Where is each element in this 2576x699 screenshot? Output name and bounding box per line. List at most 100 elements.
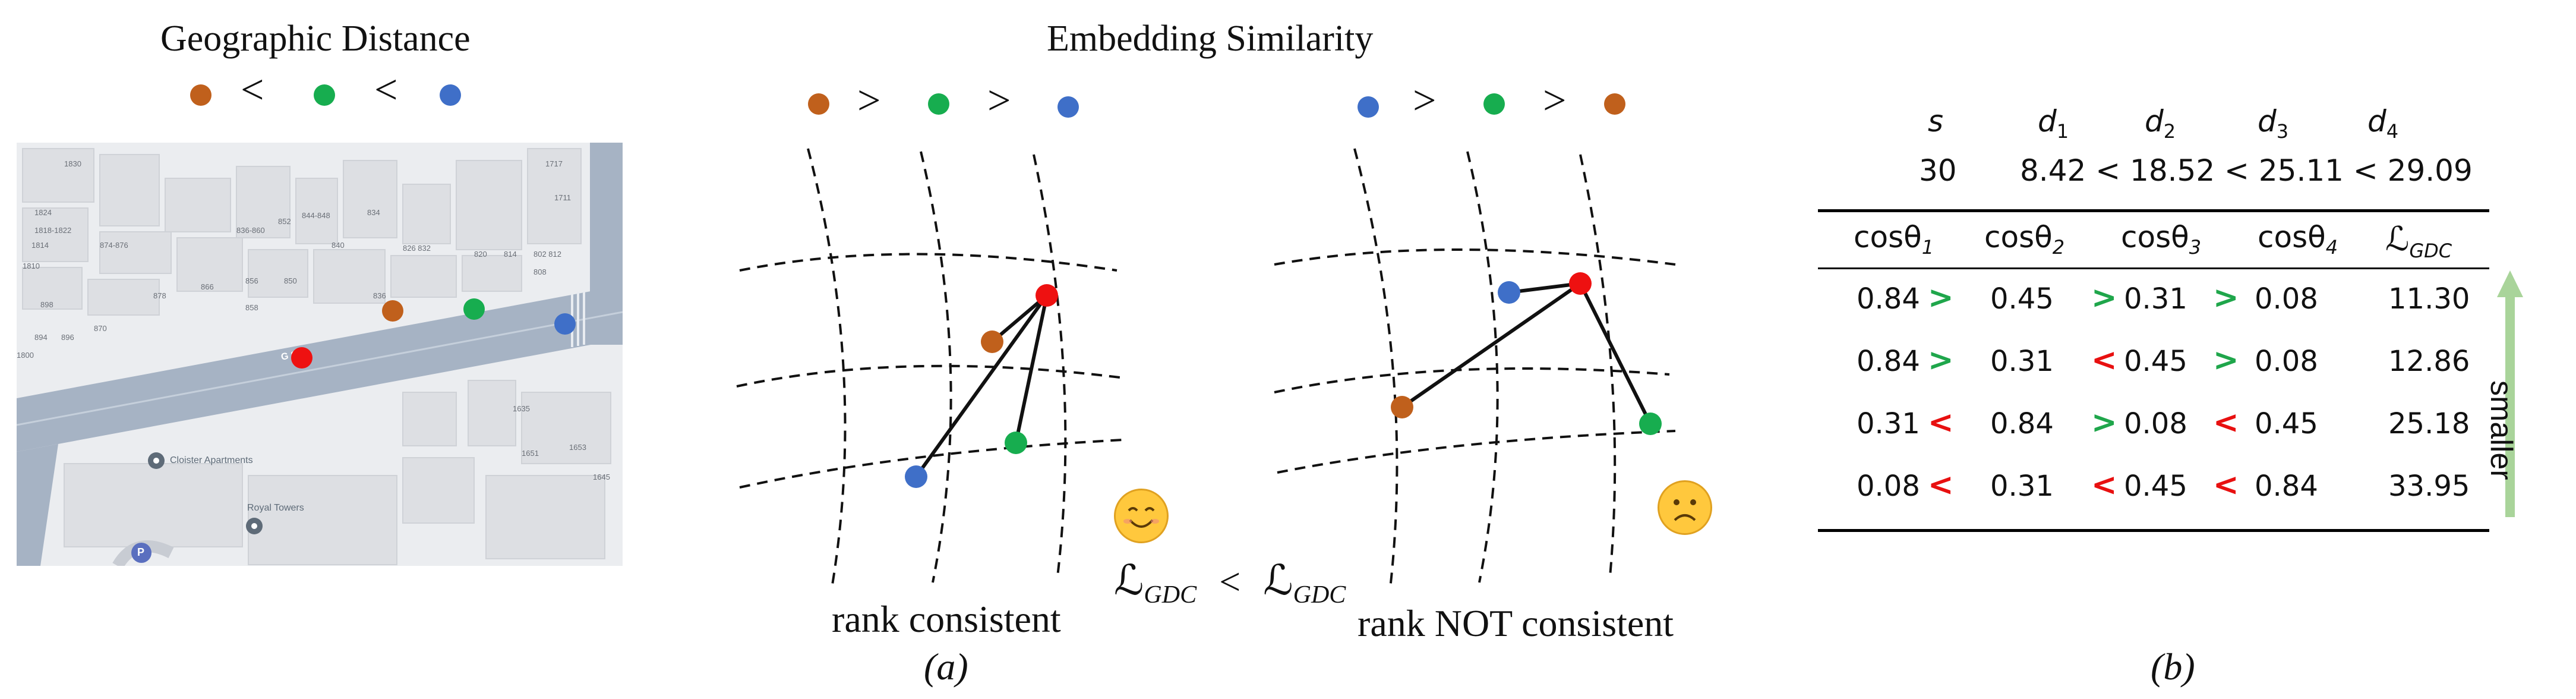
table-row: 0.31 < 0.84 > 0.08 < 0.45 25.18 xyxy=(1857,405,2470,440)
red-point xyxy=(291,347,312,369)
building-number: 1824 xyxy=(34,208,52,217)
embedding-similarity-title: Embedding Similarity xyxy=(1047,18,1374,59)
building-number: 808 xyxy=(533,267,547,276)
sad-face-icon xyxy=(1658,480,1712,535)
blue-point xyxy=(440,84,461,106)
building-number: 840 xyxy=(332,241,345,250)
header-d4: d4 xyxy=(2367,104,2399,143)
building-number: 1810 xyxy=(23,262,40,270)
parking-icon: P xyxy=(137,546,145,558)
less-than-symbol: < xyxy=(374,67,398,113)
building-number: 856 xyxy=(245,276,258,285)
col-header-cos2: cosθ2 xyxy=(1984,220,2065,259)
orange-point xyxy=(808,93,829,115)
red-point xyxy=(1036,284,1058,307)
greater-than-symbol: > xyxy=(857,78,881,124)
loss-compare-symbol: < xyxy=(1219,561,1241,603)
geographic-distance-title: Geographic Distance xyxy=(160,18,471,59)
green-point xyxy=(314,84,335,106)
orange-point xyxy=(981,330,1003,353)
right-embedding-grid xyxy=(1274,148,1676,589)
table-row: 0.84 > 0.31 < 0.45 > 0.08 12.86 xyxy=(1857,342,2470,378)
panel-label-b: (b) xyxy=(2151,646,2195,688)
col-header-cos1: cosθ1 xyxy=(1854,220,1934,259)
panel-label-a: (a) xyxy=(924,646,968,688)
building-number: 850 xyxy=(284,276,297,285)
value-d-chain: 8.42 < 18.52 < 25.11 < 29.09 xyxy=(2020,153,2473,188)
building-number: 826 832 xyxy=(403,244,431,253)
left-caption: rank consistent xyxy=(832,598,1061,640)
smaller-label: smaller xyxy=(2484,380,2518,480)
up-arrow-icon xyxy=(2497,270,2523,517)
orange-point xyxy=(190,84,211,106)
blue-point xyxy=(554,313,576,335)
green-point xyxy=(1639,413,1662,435)
right-caption: rank NOT consistent xyxy=(1358,602,1674,644)
loss-subscript: GDC xyxy=(1144,581,1197,609)
loss-comparison: ℒGDC < ℒGDC xyxy=(1114,556,1346,609)
building-number: 1711 xyxy=(554,193,571,202)
green-point xyxy=(1483,93,1505,115)
loss-symbol: ℒ xyxy=(1114,558,1144,604)
blue-point xyxy=(1057,96,1079,118)
table-mid-rule xyxy=(1818,267,2489,269)
building-number: 866 xyxy=(201,282,214,291)
greater-than-symbol: > xyxy=(987,78,1011,124)
building-number: 836 xyxy=(373,291,386,300)
building-number: 836-860 xyxy=(236,226,265,235)
building-number: 896 xyxy=(61,333,74,342)
col-header-cos4: cosθ4 xyxy=(2258,220,2338,259)
loss-symbol: ℒ xyxy=(1263,558,1293,604)
col-header-cos3: cosθ3 xyxy=(2121,220,2202,259)
place-label: Cloister Apartments xyxy=(170,455,253,465)
map-drawing xyxy=(17,143,623,566)
orange-point xyxy=(382,300,403,322)
building-number: 834 xyxy=(367,208,380,217)
header-d2: d2 xyxy=(2145,104,2176,143)
building-number: 1830 xyxy=(64,159,81,168)
building-number: 1651 xyxy=(522,449,539,458)
blue-point xyxy=(905,465,927,488)
orange-point xyxy=(1604,93,1625,115)
header-d3: d3 xyxy=(2258,104,2289,143)
building-number: 878 xyxy=(153,291,166,300)
building-number: 858 xyxy=(245,303,258,312)
happy-face-icon xyxy=(1114,489,1169,543)
building-number: 870 xyxy=(94,324,107,333)
table-row: 0.08 < 0.31 < 0.45 < 0.84 33.95 xyxy=(1857,467,2470,503)
building-number: 1818-1822 xyxy=(34,226,72,235)
building-number: 898 xyxy=(40,300,53,309)
table-top-rule xyxy=(1818,209,2489,212)
green-point xyxy=(1005,432,1027,454)
building-number: 820 xyxy=(474,250,487,259)
building-number: 1645 xyxy=(593,473,610,481)
green-point xyxy=(928,93,949,115)
value-s: 30 xyxy=(1919,153,1957,188)
building-number: 802 812 xyxy=(533,250,561,259)
col-header-loss: ℒGDC xyxy=(2385,220,2452,263)
building-number: 1814 xyxy=(31,241,49,250)
red-point xyxy=(1569,272,1592,295)
building-number: 1635 xyxy=(513,404,530,413)
less-than-symbol: < xyxy=(241,67,264,113)
building-number: 814 xyxy=(504,250,517,259)
left-embedding-grid xyxy=(736,148,1123,589)
place-label: Royal Towers xyxy=(247,503,304,513)
greater-than-symbol: > xyxy=(1413,78,1437,124)
blue-point xyxy=(1498,281,1520,304)
greater-than-symbol: > xyxy=(1543,78,1567,124)
map-image: 1830 1717 1711 1824 1818-1822 1814 1810 … xyxy=(17,143,623,566)
loss-subscript: GDC xyxy=(1293,581,1346,609)
table-row: 0.84 > 0.45 > 0.31 > 0.08 11.30 xyxy=(1857,280,2470,316)
building-number: 894 xyxy=(34,333,48,342)
orange-point xyxy=(1391,396,1413,418)
building-number: 844-848 xyxy=(302,211,330,220)
building-number: 874-876 xyxy=(100,241,128,250)
green-point xyxy=(463,298,485,320)
building-number: 852 xyxy=(278,217,291,226)
table-bottom-rule xyxy=(1818,529,2489,532)
blue-point xyxy=(1358,96,1379,118)
building-number: 1653 xyxy=(569,443,586,452)
building-number: 1717 xyxy=(545,159,563,168)
header-s: s xyxy=(1928,104,1944,138)
